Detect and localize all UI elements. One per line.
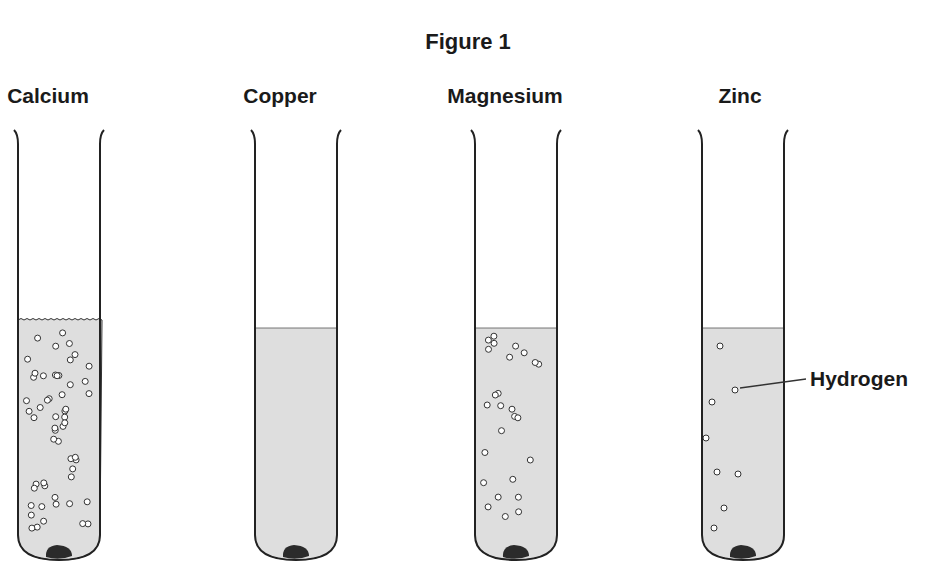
metal-piece (283, 545, 309, 559)
metal-piece (503, 545, 529, 559)
hydrogen-bubble (86, 363, 92, 369)
hydrogen-bubble (502, 514, 508, 520)
hydrogen-bubble (485, 337, 491, 343)
hydrogen-bubble (67, 382, 73, 388)
hydrogen-bubble (714, 469, 720, 475)
hydrogen-bubble (68, 474, 74, 480)
hydrogen-bubble (24, 398, 30, 404)
hydrogen-bubble (486, 346, 492, 352)
hydrogen-bubble (82, 378, 88, 384)
hydrogen-bubble (732, 387, 738, 393)
hydrogen-bubble (84, 499, 90, 505)
hydrogen-bubble (29, 525, 35, 531)
hydrogen-bubble (67, 357, 73, 363)
test-tube (251, 130, 341, 560)
hydrogen-bubble (717, 343, 723, 349)
hydrogen-bubble (62, 414, 68, 420)
hydrogen-bubble (62, 420, 68, 426)
metal-label: Copper (243, 84, 317, 108)
liquid (475, 328, 557, 560)
hydrogen-bubble (35, 335, 41, 341)
hydrogen-bubble (86, 391, 92, 397)
leader-line (740, 379, 806, 388)
hydrogen-bubble (485, 504, 491, 510)
hydrogen-bubble (516, 509, 522, 515)
hydrogen-bubble (711, 525, 717, 531)
hydrogen-bubble (492, 392, 498, 398)
hydrogen-bubble (484, 402, 490, 408)
hydrogen-bubble (37, 405, 43, 411)
test-tube (698, 130, 788, 560)
gas-label: Hydrogen (810, 367, 908, 391)
hydrogen-bubble (52, 494, 58, 500)
hydrogen-bubble (735, 471, 741, 477)
hydrogen-bubble (39, 504, 45, 510)
hydrogen-bubble (532, 360, 538, 366)
hydrogen-bubble (53, 501, 59, 507)
figure-title: Figure 1 (425, 29, 511, 55)
hydrogen-bubble (491, 333, 497, 339)
hydrogen-bubble (59, 392, 65, 398)
hydrogen-bubble (515, 494, 521, 500)
hydrogen-bubble (72, 454, 78, 460)
hydrogen-bubble (521, 350, 527, 356)
test-tube (14, 130, 104, 560)
hydrogen-bubble (32, 370, 38, 376)
hydrogen-bubble (70, 466, 76, 472)
hydrogen-bubble (51, 436, 57, 442)
hydrogen-bubble (44, 397, 50, 403)
hydrogen-bubble (703, 435, 709, 441)
hydrogen-bubble (510, 476, 516, 482)
hydrogen-bubble (507, 354, 513, 360)
hydrogen-bubble (80, 521, 86, 527)
hydrogen-bubble (53, 414, 59, 420)
liquid (255, 328, 337, 560)
hydrogen-bubble (54, 373, 60, 379)
hydrogen-bubble (491, 340, 497, 346)
hydrogen-bubble (28, 512, 34, 518)
hydrogen-bubble (26, 408, 32, 414)
hydrogen-bubble (498, 403, 504, 409)
hydrogen-bubble (481, 480, 487, 486)
hydrogen-bubble (52, 425, 58, 431)
hydrogen-bubble (509, 406, 515, 412)
hydrogen-bubble (513, 343, 519, 349)
hydrogen-bubble (60, 330, 66, 336)
hydrogen-bubble (53, 343, 59, 349)
hydrogen-bubble (515, 415, 521, 421)
hydrogen-bubble (63, 406, 69, 412)
hydrogen-bubble (709, 399, 715, 405)
hydrogen-bubble (28, 503, 34, 509)
hydrogen-bubble (25, 356, 31, 362)
hydrogen-bubble (66, 341, 72, 347)
metal-label: Zinc (718, 84, 761, 108)
hydrogen-bubble (495, 494, 501, 500)
test-tube (471, 130, 561, 560)
hydrogen-bubble (67, 501, 73, 507)
hydrogen-bubble (31, 485, 37, 491)
metal-piece (46, 545, 72, 559)
liquid (18, 319, 102, 561)
metal-label: Calcium (7, 84, 89, 108)
hydrogen-bubble (499, 428, 505, 434)
hydrogen-bubble (72, 352, 78, 358)
liquid (702, 328, 784, 560)
hydrogen-bubble (40, 373, 46, 379)
hydrogen-bubble (31, 415, 37, 421)
hydrogen-bubble (527, 457, 533, 463)
hydrogen-bubble (41, 518, 47, 524)
hydrogen-bubble (41, 480, 47, 486)
hydrogen-bubble (721, 505, 727, 511)
hydrogen-bubble (482, 450, 488, 456)
metal-label: Magnesium (447, 84, 563, 108)
metal-piece (730, 545, 756, 559)
